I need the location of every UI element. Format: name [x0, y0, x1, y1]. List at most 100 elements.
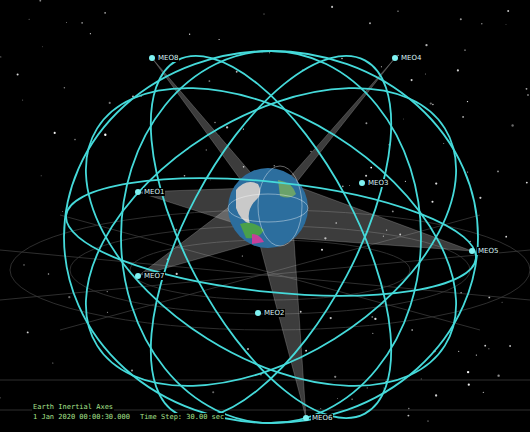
star	[467, 172, 468, 173]
satellite-label: MEO6	[311, 414, 333, 422]
star	[484, 345, 486, 347]
star	[467, 101, 468, 102]
star	[408, 408, 410, 410]
star	[310, 151, 311, 152]
satellite-label: MEO5	[477, 247, 499, 255]
star	[274, 165, 276, 167]
star	[507, 10, 509, 12]
star	[505, 236, 507, 238]
star	[52, 362, 53, 363]
star	[81, 22, 83, 24]
star	[365, 122, 367, 124]
satellite-label: MEO8	[157, 54, 179, 62]
earth-globe	[228, 166, 308, 248]
star	[374, 318, 376, 320]
star	[397, 11, 398, 12]
star	[243, 129, 244, 130]
star	[331, 6, 333, 8]
star	[330, 317, 332, 319]
star	[104, 134, 106, 136]
star	[526, 88, 528, 90]
star-field	[0, 0, 529, 421]
star	[370, 167, 372, 169]
star	[104, 12, 106, 14]
star	[176, 273, 178, 275]
star	[405, 181, 406, 182]
star	[462, 116, 464, 118]
star	[27, 331, 29, 333]
star	[242, 256, 243, 257]
star	[468, 384, 470, 386]
star	[425, 44, 427, 46]
star	[300, 311, 302, 313]
star	[341, 58, 343, 60]
star	[367, 387, 368, 388]
satellite-label: MEO1	[143, 188, 165, 196]
satellite-label: MEO2	[263, 309, 285, 317]
star	[365, 175, 367, 177]
star	[458, 351, 459, 352]
star	[236, 71, 238, 73]
epoch-label: 1 Jan 2020 00:00:30.000	[32, 413, 131, 421]
axes-label: Earth Inertial Axes	[32, 403, 114, 411]
star	[511, 124, 513, 126]
star	[488, 296, 490, 298]
star	[41, 175, 42, 176]
star	[209, 179, 211, 181]
star	[381, 66, 382, 67]
star	[427, 420, 428, 421]
star	[305, 350, 307, 352]
star	[39, 0, 41, 2]
satellite-dots	[135, 55, 475, 421]
star	[184, 175, 186, 177]
star	[349, 184, 351, 186]
star	[411, 79, 413, 81]
star	[62, 211, 64, 213]
star	[402, 118, 404, 120]
star	[467, 371, 469, 373]
time-step-label: Time Step: 30.00 sec	[139, 413, 225, 421]
star	[247, 348, 249, 350]
satellite-label: MEO3	[367, 179, 389, 187]
star	[435, 394, 437, 396]
satellite-label: MEO7	[143, 272, 165, 280]
star	[28, 18, 30, 20]
star	[209, 80, 211, 82]
star	[464, 49, 465, 50]
star	[131, 369, 133, 371]
star	[107, 291, 108, 292]
star	[337, 397, 339, 399]
star	[460, 18, 462, 20]
star	[502, 302, 503, 303]
star	[435, 183, 437, 185]
star	[481, 23, 482, 24]
star	[321, 249, 323, 251]
star	[527, 94, 529, 96]
star	[509, 345, 511, 347]
satellite-label: MEO4	[400, 54, 422, 62]
star	[424, 73, 426, 75]
star	[66, 22, 68, 24]
star	[22, 100, 23, 101]
star	[497, 170, 499, 172]
star	[17, 74, 19, 76]
star	[392, 210, 394, 212]
star	[23, 264, 24, 265]
star	[219, 39, 220, 40]
star	[431, 201, 433, 203]
star	[369, 22, 371, 24]
star	[64, 87, 66, 89]
star	[48, 273, 49, 274]
star	[212, 391, 214, 393]
star	[371, 316, 373, 318]
star	[372, 333, 373, 334]
star	[0, 56, 1, 57]
star	[430, 102, 432, 104]
star	[54, 132, 56, 134]
star	[90, 33, 91, 34]
star	[351, 398, 353, 400]
star	[526, 182, 528, 184]
star	[263, 13, 265, 15]
